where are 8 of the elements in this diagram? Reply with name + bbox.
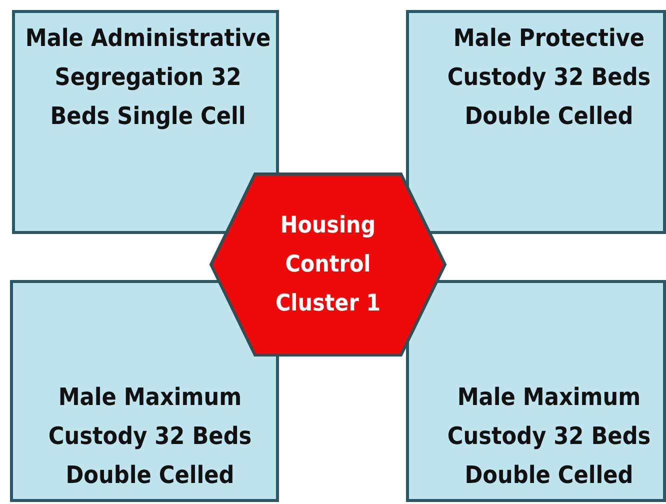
unit-label: Male Maximum Custody 32 Beds Double Celled [47,382,253,491]
unit-label: Male Protective Custody 32 Beds Double Celled [446,23,652,132]
hub-label: Housing Control Cluster 1 [274,211,382,318]
housing-unit-box [12,10,279,234]
unit-label: Male Maximum Custody 32 Beds Double Celled [446,382,652,491]
housing-unit-box [406,10,666,234]
housing-unit-box [406,280,666,502]
unit-label: Male Administrative Segregation 32 Beds Single Cell [24,23,272,132]
